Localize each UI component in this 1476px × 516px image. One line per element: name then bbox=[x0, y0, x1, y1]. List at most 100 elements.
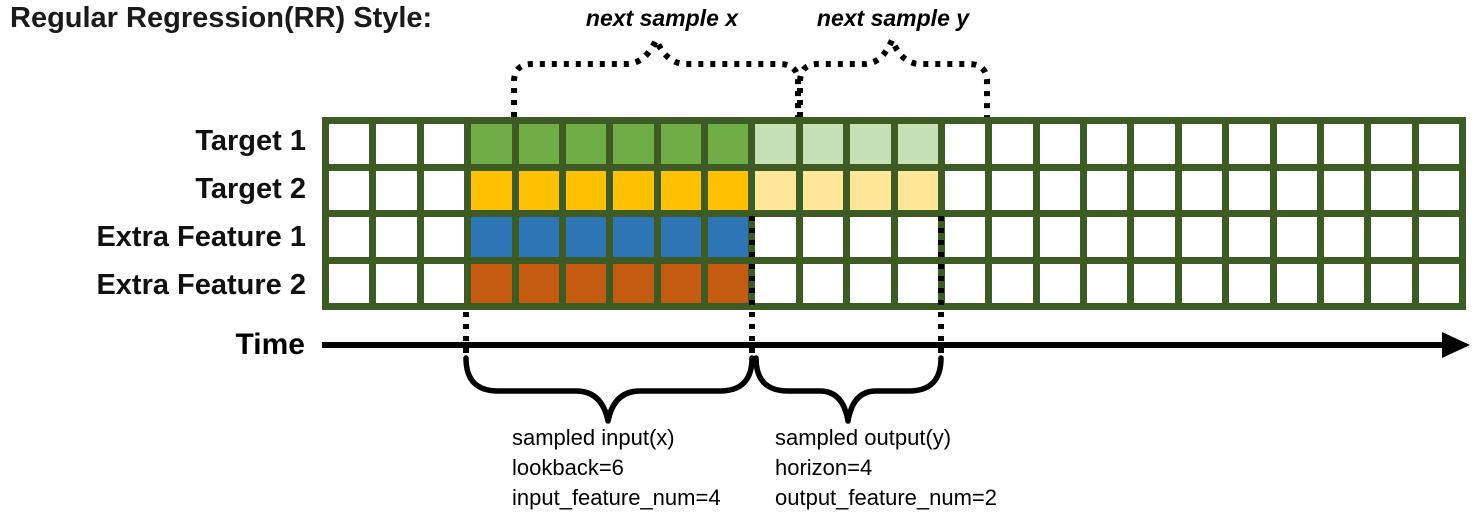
sample-grid bbox=[322, 117, 1466, 310]
time-axis-label: Time bbox=[235, 328, 305, 361]
grid-cell bbox=[1371, 170, 1412, 210]
grid-cell bbox=[660, 263, 701, 303]
grid-cell bbox=[329, 263, 370, 303]
grid-cell bbox=[1229, 263, 1270, 303]
grid-cell bbox=[850, 124, 891, 164]
grid-cell bbox=[992, 170, 1033, 210]
grid-cell bbox=[708, 263, 749, 303]
grid-cell bbox=[1039, 263, 1080, 303]
output-feature-num-value: output_feature_num=2 bbox=[775, 485, 998, 510]
grid-cell bbox=[755, 170, 796, 210]
grid-cell bbox=[897, 263, 938, 303]
grid-cell bbox=[944, 124, 986, 164]
grid-cell bbox=[613, 217, 654, 257]
sampled-input-title: sampled input(x) bbox=[512, 425, 675, 450]
grid-cell bbox=[992, 263, 1033, 303]
grid-cell bbox=[1087, 263, 1128, 303]
grid-cell bbox=[1039, 217, 1080, 257]
grid-cell bbox=[471, 263, 512, 303]
grid-cell bbox=[802, 263, 844, 303]
horizon-value: horizon=4 bbox=[775, 455, 873, 480]
grid-cell bbox=[423, 217, 465, 257]
grid-cell bbox=[1087, 170, 1128, 210]
grid-cell bbox=[1134, 217, 1175, 257]
grid-cell bbox=[1418, 263, 1459, 303]
grid-cell bbox=[1418, 217, 1459, 257]
grid-cell bbox=[1371, 217, 1412, 257]
grid-cell bbox=[1323, 124, 1365, 164]
grid-cell bbox=[1371, 263, 1412, 303]
grid-cell bbox=[1323, 170, 1365, 210]
grid-cell bbox=[897, 217, 938, 257]
grid-cell bbox=[944, 170, 986, 210]
grid-cell bbox=[423, 263, 465, 303]
grid-cell bbox=[850, 170, 891, 210]
grid-cell bbox=[518, 124, 559, 164]
grid-cell bbox=[376, 263, 417, 303]
grid-cell bbox=[897, 170, 938, 210]
grid-cell bbox=[518, 263, 559, 303]
grid-cell bbox=[660, 124, 701, 164]
grid-cell bbox=[992, 124, 1033, 164]
input-feature-num-value: input_feature_num=4 bbox=[512, 485, 721, 510]
next-sample-x-label: next sample x bbox=[585, 5, 739, 31]
sampled-output-callout: sampled output(y) horizon=4 output_featu… bbox=[775, 423, 997, 513]
sampled-input-brace bbox=[463, 355, 755, 424]
grid-cell bbox=[376, 124, 417, 164]
grid-cell bbox=[1134, 124, 1175, 164]
grid-cell bbox=[1134, 263, 1175, 303]
grid-cell bbox=[565, 217, 607, 257]
grid-cell bbox=[802, 217, 844, 257]
grid-cell bbox=[1229, 217, 1270, 257]
grid-cell bbox=[850, 217, 891, 257]
sampled-output-brace bbox=[753, 355, 944, 424]
row-label-extra-feature-1: Extra Feature 1 bbox=[96, 221, 306, 254]
grid-cell bbox=[1323, 217, 1365, 257]
grid-cell bbox=[1181, 217, 1223, 257]
grid-cell bbox=[1181, 170, 1223, 210]
grid-cell bbox=[708, 124, 749, 164]
row-label-target-1: Target 1 bbox=[195, 124, 306, 157]
grid-cell bbox=[329, 217, 370, 257]
grid-cell bbox=[1418, 124, 1459, 164]
grid-cell bbox=[708, 170, 749, 210]
grid-cell bbox=[802, 124, 844, 164]
grid-cell bbox=[755, 263, 796, 303]
grid-cell bbox=[755, 217, 796, 257]
grid-cell bbox=[518, 217, 559, 257]
grid-cell bbox=[1229, 170, 1270, 210]
grid-cell bbox=[1039, 170, 1080, 210]
grid-cell bbox=[1371, 124, 1412, 164]
grid-cell bbox=[613, 263, 654, 303]
grid-cell bbox=[944, 263, 986, 303]
next-sample-y-brace bbox=[797, 32, 990, 117]
time-axis-arrowhead bbox=[1442, 332, 1470, 358]
grid-cell bbox=[1276, 170, 1317, 210]
grid-cell bbox=[1087, 217, 1128, 257]
grid-cell bbox=[518, 170, 559, 210]
lookback-value: lookback=6 bbox=[512, 455, 624, 480]
grid-cell bbox=[1276, 124, 1317, 164]
sampled-input-callout: sampled input(x) lookback=6 input_featur… bbox=[512, 423, 721, 513]
grid-cell bbox=[376, 170, 417, 210]
grid-cell bbox=[708, 217, 749, 257]
grid-cell bbox=[423, 124, 465, 164]
grid-cell bbox=[1276, 217, 1317, 257]
grid-cell bbox=[1323, 263, 1365, 303]
grid-cell bbox=[613, 124, 654, 164]
grid-cell bbox=[755, 124, 796, 164]
grid-cell bbox=[1181, 263, 1223, 303]
grid-cell bbox=[1087, 124, 1128, 164]
row-label-extra-feature-2: Extra Feature 2 bbox=[96, 269, 306, 302]
row-label-target-2: Target 2 bbox=[195, 172, 306, 205]
grid-cell bbox=[613, 170, 654, 210]
grid-cell bbox=[1418, 170, 1459, 210]
grid-cell bbox=[1134, 170, 1175, 210]
grid-cell bbox=[944, 217, 986, 257]
grid-cell bbox=[329, 124, 370, 164]
grid-cell bbox=[329, 170, 370, 210]
grid-cell bbox=[565, 124, 607, 164]
grid-cell bbox=[471, 124, 512, 164]
grid-cell bbox=[660, 170, 701, 210]
